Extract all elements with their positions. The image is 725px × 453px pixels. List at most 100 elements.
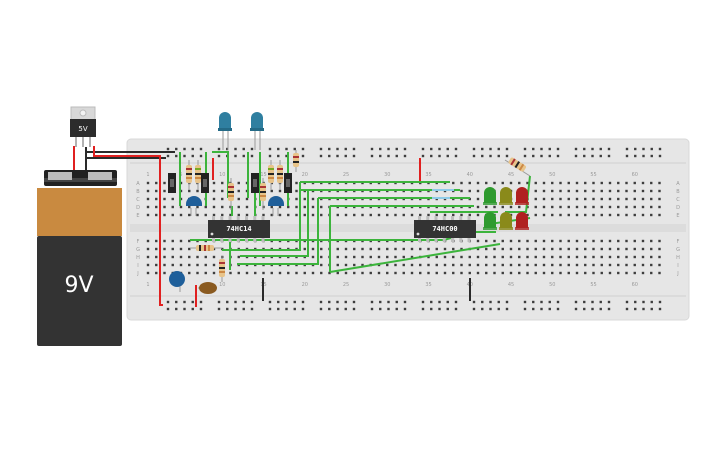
breadboard-hole bbox=[446, 154, 449, 158]
breadboard-hole bbox=[551, 181, 554, 185]
breadboard-hole bbox=[634, 307, 637, 311]
breadboard-hole bbox=[625, 189, 628, 193]
chip-74hc14-pins bbox=[212, 216, 265, 242]
chip-pin bbox=[253, 238, 257, 242]
breadboard-hole bbox=[328, 307, 331, 311]
led-yellow-1[interactable] bbox=[499, 187, 513, 205]
breadboard-hole bbox=[146, 263, 150, 267]
led-yellow-2[interactable] bbox=[499, 212, 513, 230]
breadboard-hole bbox=[163, 239, 166, 243]
breadboard-hole bbox=[567, 181, 570, 185]
chip-74hc14[interactable]: 74HC14 bbox=[208, 216, 270, 242]
output-leds[interactable] bbox=[483, 187, 529, 230]
breadboard-hole bbox=[336, 307, 339, 311]
led-red-2[interactable] bbox=[515, 212, 529, 230]
breadboard-hole bbox=[600, 247, 603, 251]
chip-pin bbox=[245, 216, 248, 220]
breadboard-hole bbox=[166, 147, 170, 151]
breadboard-hole bbox=[175, 147, 178, 151]
breadboard-hole bbox=[501, 205, 504, 209]
breadboard-hole bbox=[625, 239, 628, 243]
breadboard-hole bbox=[163, 197, 166, 201]
breadboard-hole bbox=[584, 213, 587, 217]
breadboard-hole bbox=[438, 307, 441, 311]
breadboard-hole bbox=[377, 213, 381, 217]
breadboard-hole bbox=[634, 300, 637, 304]
breadboard-hole bbox=[179, 213, 183, 217]
breadboard-hole bbox=[559, 263, 562, 267]
breadboard-hole bbox=[311, 255, 315, 259]
breadboard-hole bbox=[583, 154, 586, 158]
breadboard-hole bbox=[518, 247, 521, 251]
breadboard-hole bbox=[242, 147, 245, 151]
wire-black-rail bbox=[85, 147, 175, 153]
chip-pin bbox=[434, 238, 438, 242]
breadboard-hole bbox=[430, 154, 433, 158]
breadboard-hole bbox=[175, 154, 178, 158]
breadboard-hole bbox=[191, 307, 194, 311]
breadboard-hole bbox=[452, 263, 455, 267]
breadboard-hole bbox=[452, 213, 455, 217]
breadboard-hole bbox=[242, 300, 245, 304]
resistor-10 bbox=[504, 157, 531, 177]
breadboard-hole bbox=[454, 154, 458, 158]
breadboard-hole bbox=[641, 271, 645, 275]
breadboard-hole bbox=[427, 247, 430, 251]
breadboard-hole bbox=[303, 197, 306, 201]
breadboard-hole bbox=[472, 147, 476, 151]
breadboard-hole bbox=[532, 307, 535, 311]
breadboard-hole bbox=[658, 197, 661, 201]
breadboard-hole bbox=[625, 271, 628, 275]
breadboard-hole bbox=[658, 205, 661, 209]
breadboard-hole bbox=[608, 255, 612, 259]
chip-pin bbox=[228, 216, 232, 220]
chip-pin bbox=[212, 238, 215, 242]
breadboard-hole bbox=[320, 247, 323, 251]
breadboard-hole bbox=[183, 307, 186, 311]
breadboard-hole bbox=[526, 255, 529, 259]
breadboard-hole bbox=[592, 197, 595, 201]
blue-leds[interactable] bbox=[218, 112, 264, 150]
breadboard-hole bbox=[608, 213, 612, 217]
column-number-label: 50 bbox=[549, 282, 555, 288]
breadboard-hole bbox=[534, 213, 537, 217]
led-green-1[interactable] bbox=[483, 187, 497, 205]
breadboard-hole bbox=[352, 300, 356, 304]
breadboard-hole bbox=[352, 307, 356, 311]
breadboard-hole bbox=[658, 189, 661, 193]
breadboard-hole bbox=[171, 197, 174, 201]
breadboard-hole bbox=[625, 197, 628, 201]
breadboard-hole bbox=[427, 213, 430, 217]
breadboard-hole bbox=[394, 271, 397, 275]
breadboard-hole bbox=[617, 255, 620, 259]
breadboard-hole bbox=[438, 300, 441, 304]
breadboard-hole bbox=[377, 263, 381, 267]
breadboard-hole bbox=[617, 181, 620, 185]
breadboard-hole bbox=[295, 205, 298, 209]
breadboard-hole bbox=[319, 300, 323, 304]
breadboard-hole bbox=[476, 271, 480, 275]
breadboard-hole bbox=[293, 307, 296, 311]
breadboard-hole bbox=[493, 181, 496, 185]
breadboard-hole bbox=[370, 307, 374, 311]
breadboard-hole bbox=[551, 247, 554, 251]
column-number-label: 10 bbox=[219, 172, 225, 178]
column-number-label: 10 bbox=[219, 282, 225, 288]
breadboard-hole bbox=[171, 205, 174, 209]
breadboard-hole bbox=[421, 154, 425, 158]
chip-74hc00[interactable]: 74HC00 bbox=[414, 216, 476, 242]
breadboard-hole bbox=[435, 255, 438, 259]
pushbuttons[interactable] bbox=[168, 173, 292, 193]
battery-9v[interactable]: 9V bbox=[37, 170, 122, 346]
capacitors[interactable] bbox=[169, 196, 284, 294]
chip-pin bbox=[212, 216, 215, 220]
breadboard-hole bbox=[217, 154, 221, 158]
breadboard-hole bbox=[476, 181, 480, 185]
led-red-1[interactable] bbox=[515, 187, 529, 205]
breadboard-hole bbox=[625, 205, 628, 209]
voltage-regulator-5v[interactable]: 5V bbox=[70, 106, 96, 147]
breadboard-hole bbox=[542, 181, 546, 185]
resistors[interactable] bbox=[186, 150, 531, 282]
breadboard-hole bbox=[608, 181, 612, 185]
led-green-2[interactable] bbox=[483, 212, 497, 230]
